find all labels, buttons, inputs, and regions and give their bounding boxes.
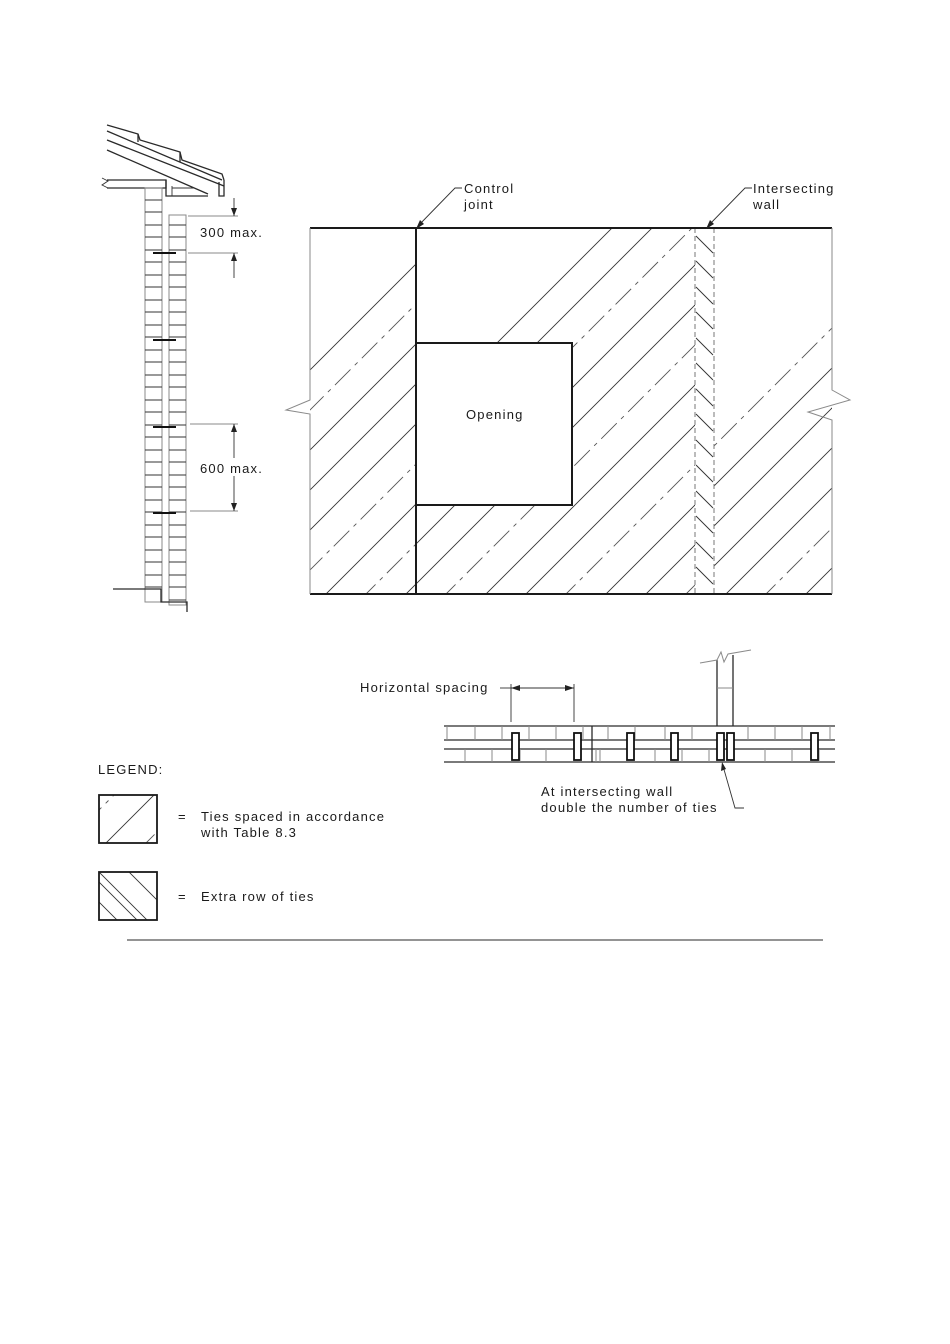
horizontal-spacing-label: Horizontal spacing: [360, 680, 489, 695]
brick-leaves: [144, 187, 187, 606]
extra-ties-zone: [694, 228, 715, 594]
dimension-600: 600 max.: [190, 423, 263, 512]
intersecting-wall-label: Intersecting: [753, 181, 835, 196]
wall-section-view: 300 max. 600 max.: [101, 124, 263, 612]
legend: LEGEND: = Ties spaced in accordance with…: [98, 762, 385, 921]
legend-text-1: Ties spaced in accordance: [201, 809, 385, 824]
legend-text-2: Extra row of ties: [201, 889, 315, 904]
wall-ties-plan: [511, 732, 819, 761]
break-right: [806, 228, 852, 594]
dim-300-label: 300 max.: [200, 225, 263, 240]
control-joint-label-2: joint: [463, 197, 494, 212]
wall-plan-view: Horizontal spacing: [360, 649, 835, 815]
legend-title: LEGEND:: [98, 762, 163, 777]
note-line-2: double the number of ties: [541, 800, 718, 815]
legend-swatch-back-hatch: [99, 872, 157, 920]
horizontal-spacing-dimension: [500, 684, 575, 722]
opening: [415, 342, 573, 506]
ground-line: [113, 588, 188, 612]
brick-courses: [145, 199, 186, 601]
intersecting-wall-label-2: wall: [752, 197, 780, 212]
legend-item-extra-ties: = Extra row of ties: [98, 871, 315, 921]
break-left: [284, 228, 311, 594]
hatch-middle-panel: [416, 228, 695, 594]
intersecting-wall-note: At intersecting wall double the number o…: [541, 762, 744, 815]
dimension-300: 300 max.: [188, 198, 263, 278]
legend-equals-2: =: [178, 889, 187, 904]
roof: [101, 124, 225, 197]
legend-equals: =: [178, 809, 187, 824]
dim-600-label: 600 max.: [200, 461, 263, 476]
legend-text-1b: with Table 8.3: [200, 825, 297, 840]
hatch-right-panel: [714, 327, 832, 594]
intersecting-wall-callout: Intersecting wall: [706, 181, 835, 229]
legend-swatch-forward-hatch: [99, 795, 157, 843]
wall-ties-section: [153, 252, 176, 514]
cavity-wall-plan: [444, 725, 835, 763]
opening-label: Opening: [466, 407, 524, 422]
legend-item-standard-ties: = Ties spaced in accordance with Table 8…: [98, 794, 385, 844]
intersecting-wall-plan: [699, 649, 752, 726]
wall-elevation-view: Opening Control joint Intersecting wall: [284, 181, 852, 595]
note-line-1: At intersecting wall: [541, 784, 673, 799]
control-joint-callout: Control joint: [416, 181, 514, 229]
hatch-left-panel: [310, 263, 416, 594]
control-joint-label: Control: [464, 181, 514, 196]
